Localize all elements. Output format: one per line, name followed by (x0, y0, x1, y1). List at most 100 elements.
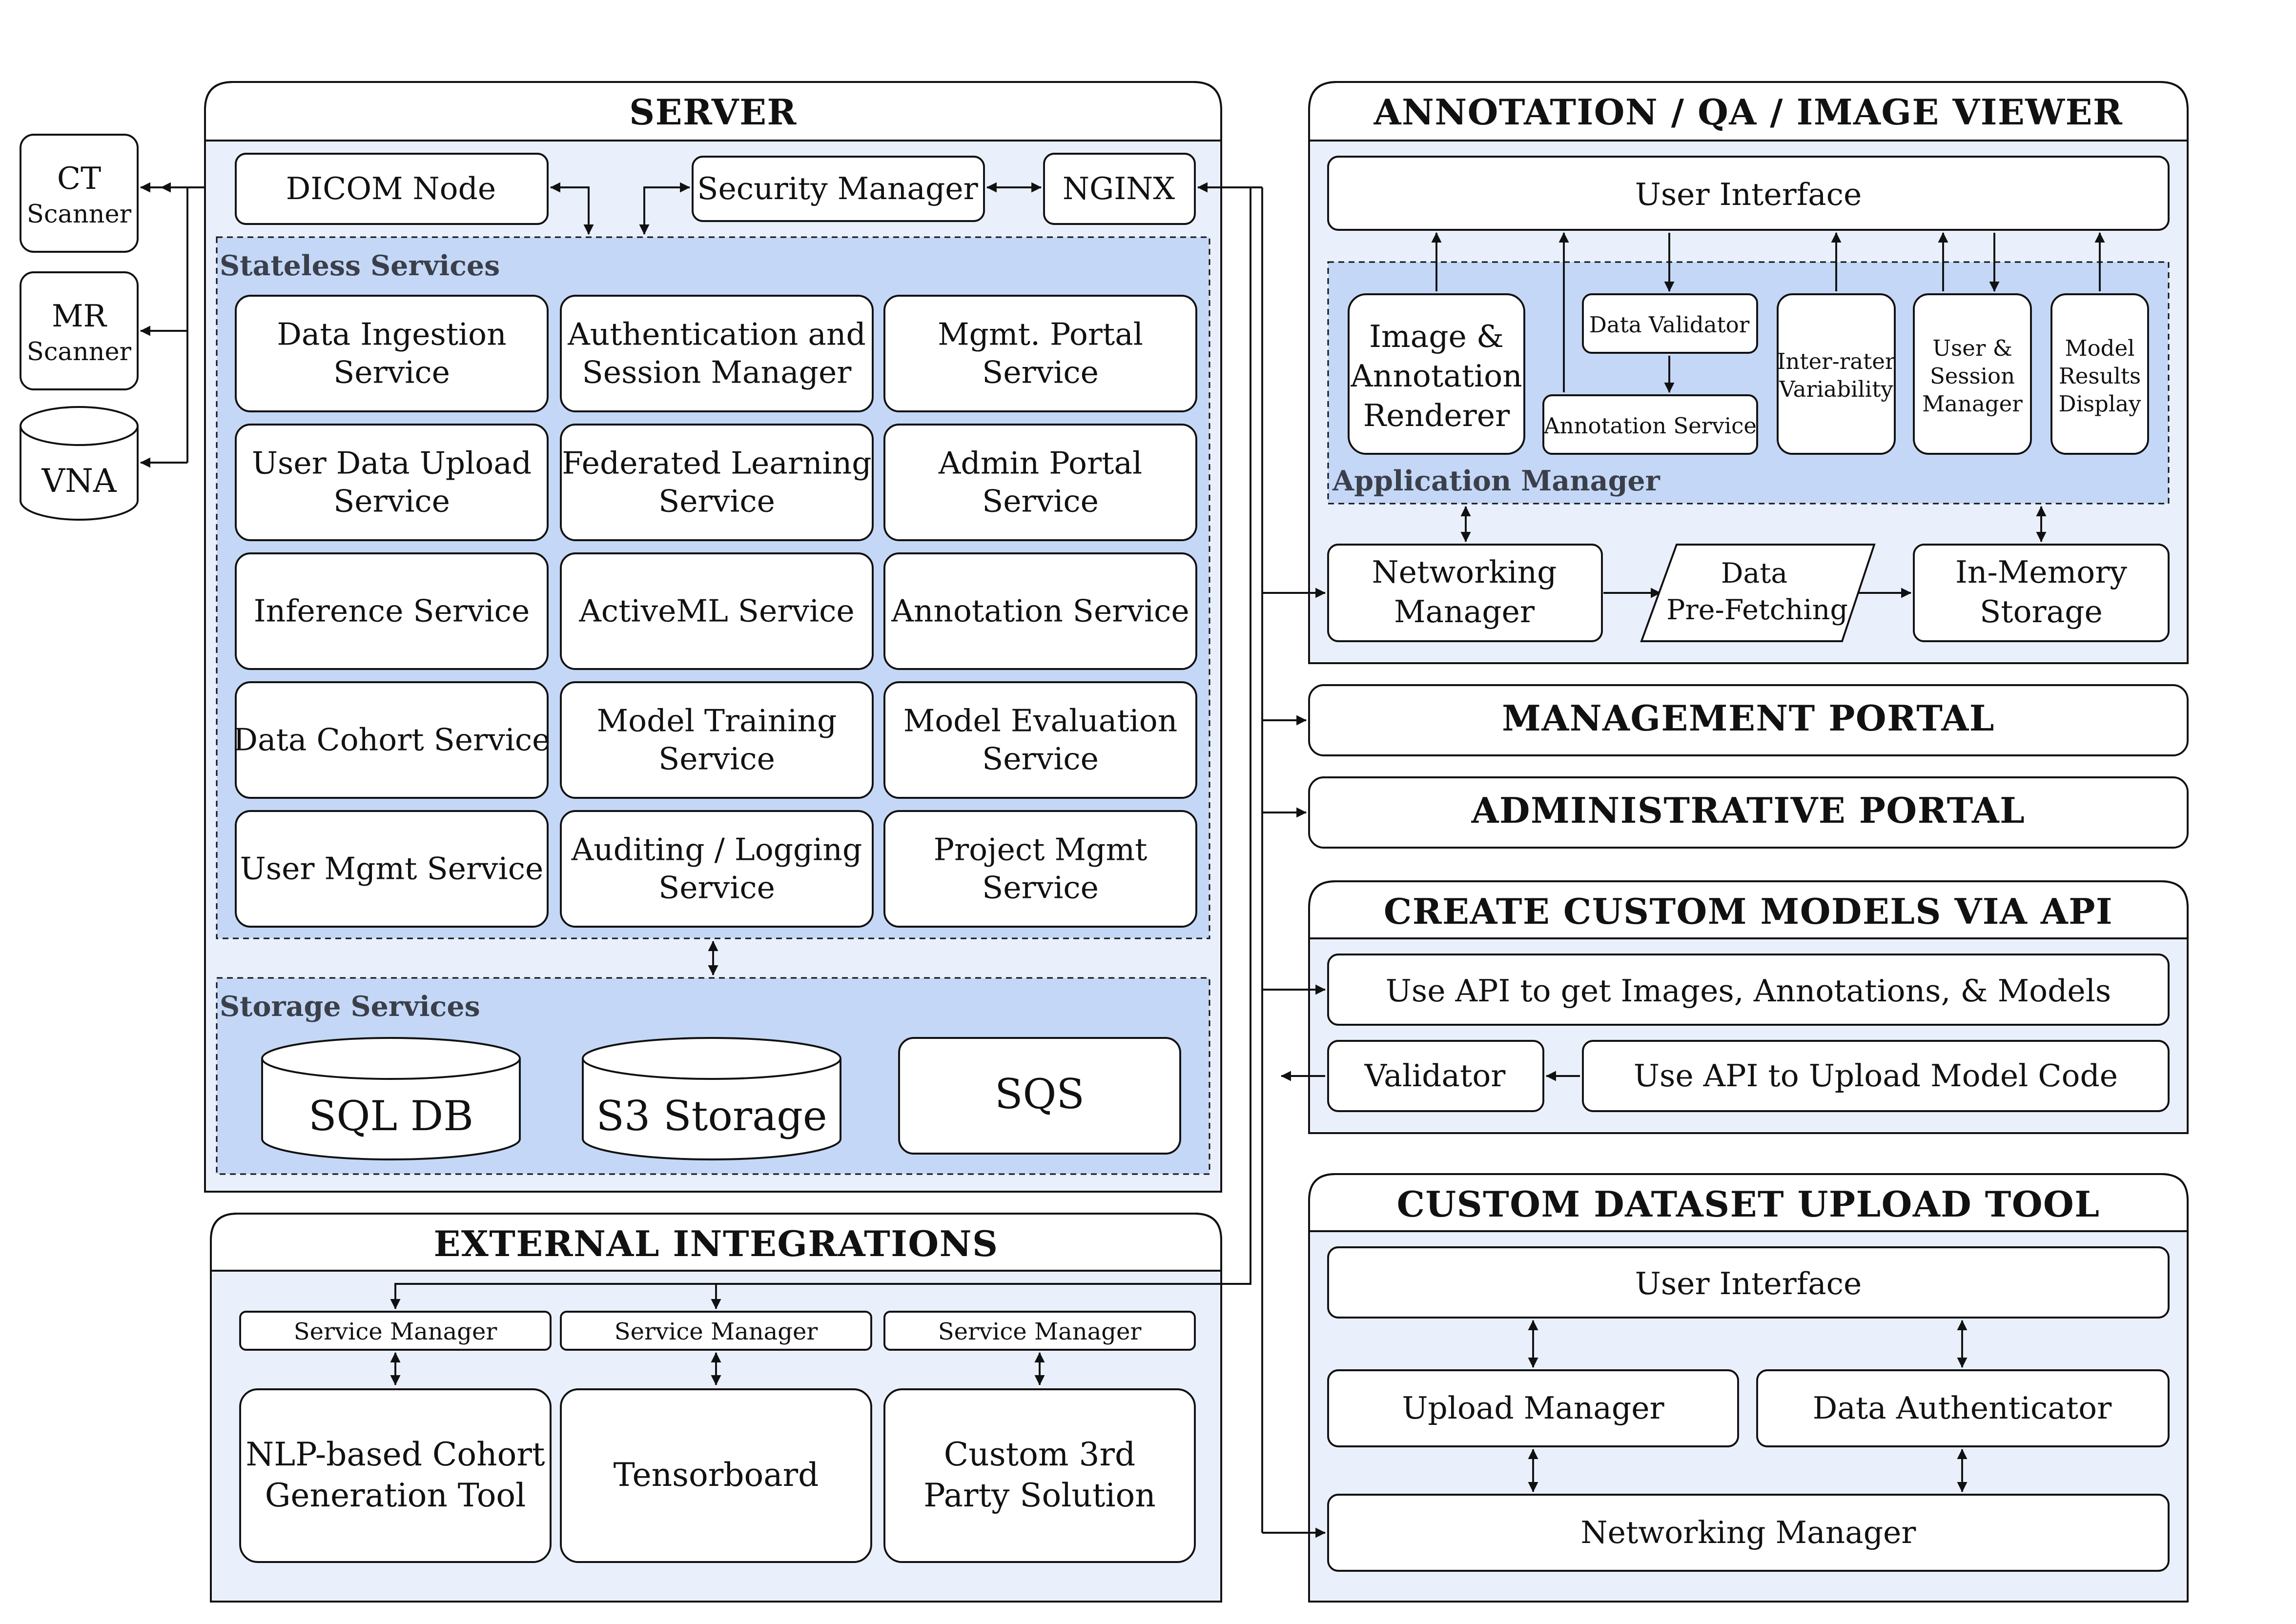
upload-api-label: Use API to Upload Model Code (1634, 1058, 2118, 1094)
nginx-label: NGINX (1063, 171, 1175, 206)
dataset-user-interface-label: User Interface (1635, 1266, 1862, 1301)
viewer-annotation-service-label: Annotation Service (1543, 413, 1757, 439)
service-box-frame (235, 295, 549, 412)
service-box: Data Cohort Service (233, 681, 551, 799)
service-box-frame (560, 295, 874, 412)
model-results-display: Model Results Display (2050, 293, 2149, 455)
external-integrations-title: EXTERNAL INTEGRATIONS (434, 1223, 999, 1264)
mr-scanner: MR Scanner (20, 271, 139, 390)
stateless-services-region: Stateless Services Data IngestionService… (216, 236, 1210, 939)
service-label: Annotation Service (891, 593, 1189, 629)
viewer-networking-manager: Networking Manager (1327, 544, 1603, 642)
validator-label: Validator (1364, 1058, 1506, 1094)
tensorboard-label: Tensorboard (614, 1456, 819, 1494)
prefetching-line2: Pre-Fetching (1666, 594, 1848, 626)
custom-3rd-party-line1: Custom 3rd (944, 1436, 1136, 1473)
service-box: Inference Service (235, 552, 549, 670)
service-box: ActiveML Service (560, 552, 874, 670)
upload-api-box: Use API to Upload Model Code (1582, 1040, 2170, 1112)
service-label: Admin Portal (938, 446, 1142, 481)
service-manager-2: Service Manager (560, 1311, 872, 1351)
viewer-networking-line2: Manager (1394, 594, 1535, 629)
server-top-connectors (550, 182, 1042, 235)
service-label: Service (658, 870, 775, 906)
service-box-frame (883, 681, 1197, 799)
mr-scanner-line1: MR (52, 298, 107, 334)
dataset-connectors (1528, 1320, 1968, 1493)
ct-scanner-line1: CT (57, 161, 101, 196)
service-manager-1: Service Manager (239, 1311, 552, 1351)
upload-manager-label: Upload Manager (1402, 1390, 1664, 1426)
service-label: Service (658, 741, 775, 777)
get-api-box: Use API to get Images, Annotations, & Mo… (1327, 954, 2170, 1026)
service-label: Data Cohort Service (233, 722, 551, 758)
service-manager-3-label: Service Manager (938, 1318, 1142, 1345)
inter-rater-line1: Inter-rater (1777, 348, 1896, 374)
model-results-line2: Results (2059, 363, 2141, 389)
service-label: Service (982, 484, 1099, 519)
data-validator: Data Validator (1582, 293, 1758, 354)
management-portal: MANAGEMENT PORTAL (1308, 684, 2189, 756)
custom-3rd-party-tool: Custom 3rd Party Solution (883, 1388, 1196, 1563)
upload-manager: Upload Manager (1327, 1369, 1739, 1447)
nlp-cohort-tool-line2: Generation Tool (265, 1477, 526, 1514)
service-label: ActiveML Service (578, 593, 854, 629)
service-box: User Mgmt Service (235, 810, 549, 928)
model-results-line3: Display (2058, 391, 2141, 417)
sql-db-label: SQL DB (308, 1092, 473, 1140)
tensorboard-tool: Tensorboard (560, 1388, 872, 1563)
service-box-frame (560, 810, 874, 928)
service-manager-1-label: Service Manager (294, 1318, 497, 1345)
viewer-annotation-service: Annotation Service (1542, 394, 1758, 455)
service-box-frame (560, 424, 874, 541)
in-memory-line1: In-Memory (1955, 554, 2127, 590)
service-box-frame (883, 424, 1197, 541)
service-box: Annotation Service (883, 552, 1197, 670)
dicom-node: DICOM Node (235, 153, 549, 225)
renderer-line2: Annotation (1350, 358, 1522, 394)
service-box-frame (235, 552, 549, 670)
data-validator-label: Data Validator (1589, 312, 1750, 338)
custom-3rd-party-line2: Party Solution (923, 1477, 1156, 1514)
service-label: Model Evaluation (903, 703, 1178, 739)
ct-scanner: CT Scanner (20, 134, 139, 253)
service-label: Inference Service (254, 593, 530, 629)
service-label: Service (982, 355, 1099, 390)
user-session-line2: Session (1930, 363, 2015, 389)
s3-storage-label: S3 Storage (596, 1092, 827, 1140)
ct-scanner-line2: Scanner (27, 200, 132, 229)
service-label: Service (333, 484, 450, 519)
service-manager-3: Service Manager (883, 1311, 1196, 1351)
data-authenticator-label: Data Authenticator (1813, 1390, 2112, 1426)
application-manager-region: Application Manager Image & Annotation R… (1327, 261, 2170, 505)
sqs-box: SQS (898, 1037, 1181, 1155)
s3-storage-cylinder: S3 Storage (582, 1037, 841, 1160)
service-label: User Data Upload (252, 446, 532, 481)
prefetching-line1: Data (1721, 557, 1788, 589)
data-prefetching: Data Pre-Fetching (1640, 544, 1876, 642)
service-box-frame (883, 295, 1197, 412)
model-results-line1: Model (2065, 335, 2135, 361)
nginx-bus-connectors (390, 182, 1326, 1538)
administrative-portal-title: ADMINISTRATIVE PORTAL (1471, 790, 2026, 831)
service-label: Service (982, 741, 1099, 777)
user-session-line3: Manager (1922, 391, 2023, 417)
dataset-networking-label: Networking Manager (1581, 1515, 1917, 1550)
inter-rater-variability: Inter-rater Variability (1777, 293, 1896, 455)
validator-box: Validator (1327, 1040, 1544, 1112)
viewer-networking-line1: Networking (1372, 554, 1557, 590)
dataset-networking-manager: Networking Manager (1327, 1494, 2170, 1572)
external-integrations-panel: EXTERNAL INTEGRATIONS Service Manager Se… (210, 1213, 1222, 1603)
nginx: NGINX (1043, 153, 1196, 225)
service-box-frame (883, 810, 1197, 928)
viewer-user-interface: User Interface (1327, 156, 2170, 231)
service-box-frame (883, 552, 1197, 670)
dataset-upload-panel: CUSTOM DATASET UPLOAD TOOL User Interfac… (1308, 1173, 2189, 1603)
